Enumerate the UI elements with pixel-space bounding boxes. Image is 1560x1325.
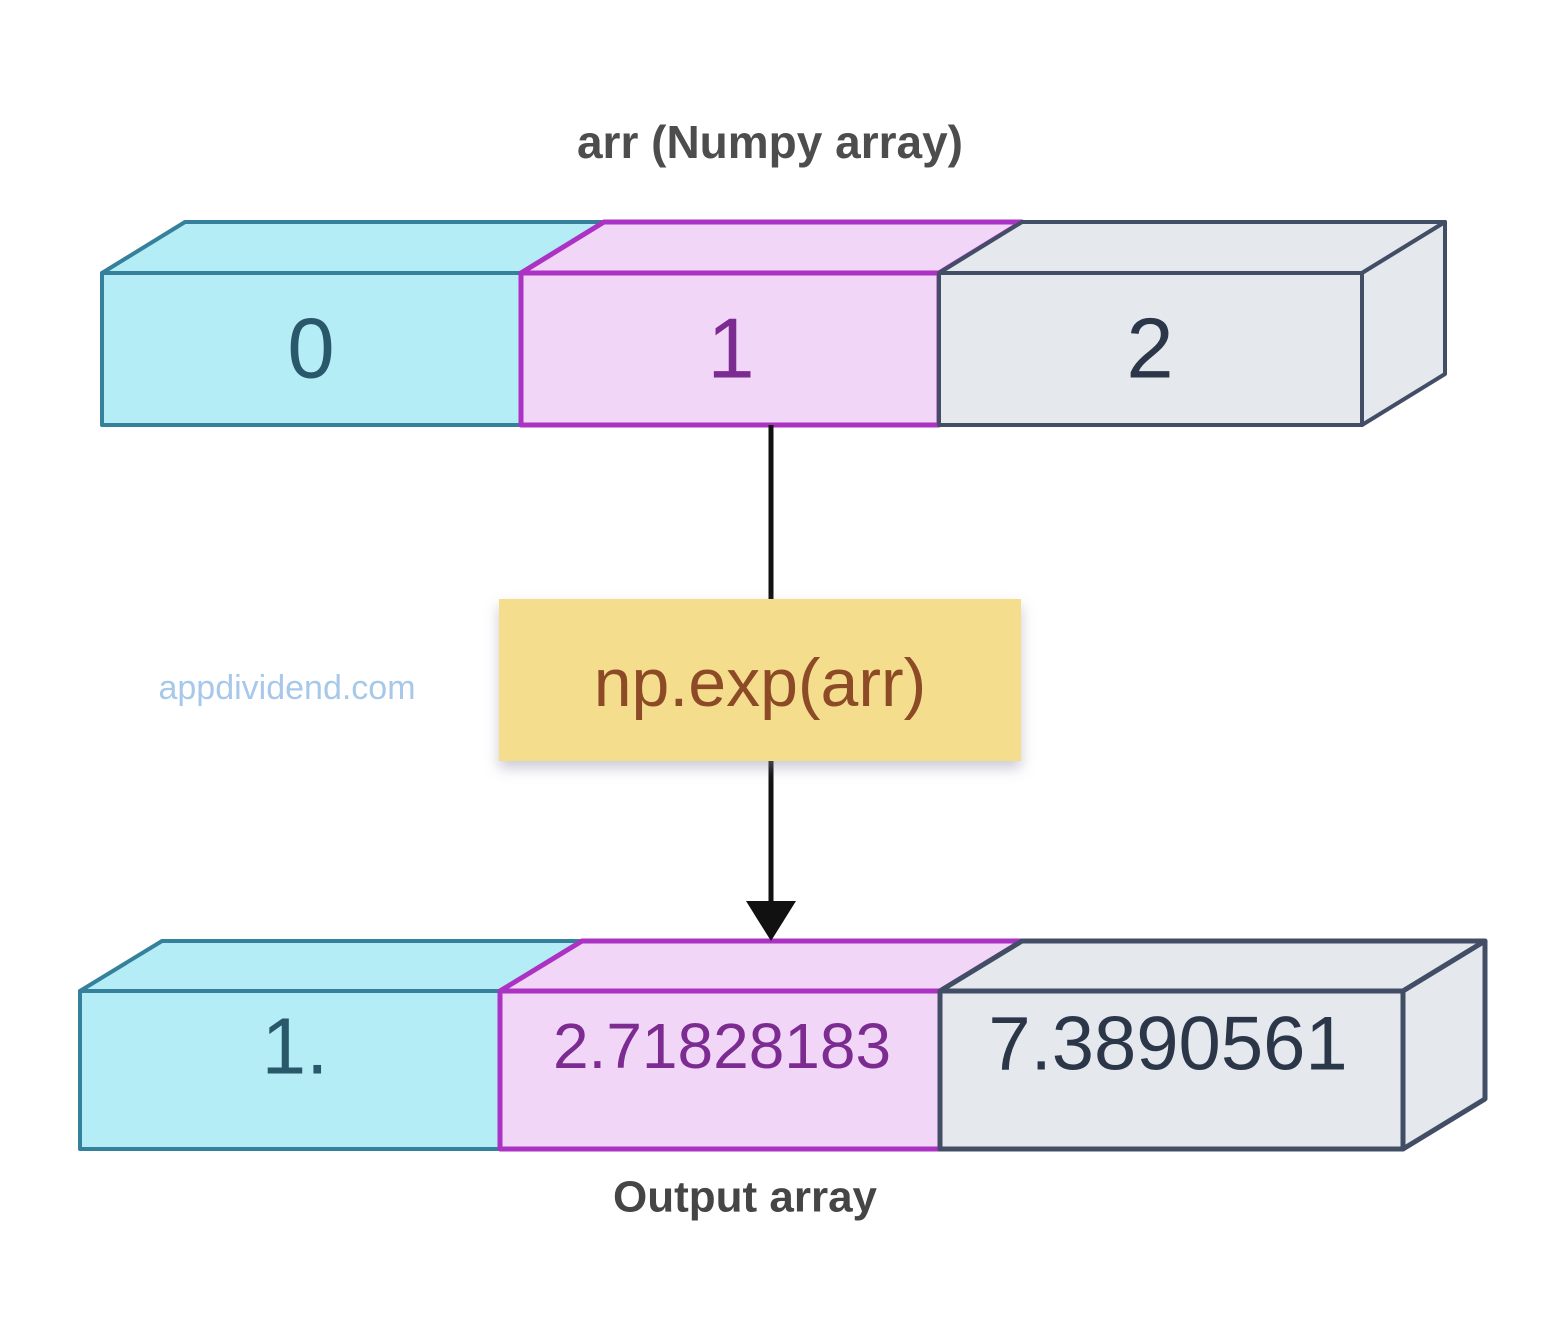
input-cell-1-value: 1 bbox=[707, 302, 754, 397]
output-cell-0-top-face bbox=[78, 939, 584, 993]
output-cell-1 bbox=[497, 988, 943, 1152]
output-cell-1-value: 2.71828183 bbox=[553, 1010, 891, 1082]
output-array: 1. 2.71828183 7.3890561 bbox=[78, 938, 1488, 1152]
input-cell-2-value: 2 bbox=[1126, 302, 1173, 397]
input-array-title: arr (Numpy array) bbox=[577, 116, 963, 168]
operation-box-bg bbox=[499, 599, 1021, 761]
output-cell-1-top-face bbox=[497, 938, 1025, 994]
output-array-label: Output array bbox=[613, 1173, 878, 1222]
input-cell-1-top-face bbox=[518, 219, 1025, 276]
input-cell-0-value: 0 bbox=[287, 302, 334, 397]
input-cell-2-top-face bbox=[937, 220, 1447, 275]
operation-box: np.exp(arr) bbox=[499, 599, 1021, 761]
watermark: appdividend.com bbox=[158, 669, 415, 707]
output-cell-2-value: 7.3890561 bbox=[988, 1002, 1347, 1087]
output-cell-2-top-face bbox=[937, 938, 1488, 994]
operation-label: np.exp(arr) bbox=[594, 645, 927, 721]
input-cell-1 bbox=[518, 270, 942, 428]
input-array: 0 1 2 bbox=[100, 219, 1447, 428]
output-cell-0-value: 1. bbox=[262, 1002, 329, 1091]
input-cell-0 bbox=[100, 271, 523, 427]
arrowhead-icon bbox=[746, 901, 796, 941]
input-cell-2 bbox=[937, 271, 1364, 427]
output-cell-2 bbox=[937, 988, 1406, 1152]
